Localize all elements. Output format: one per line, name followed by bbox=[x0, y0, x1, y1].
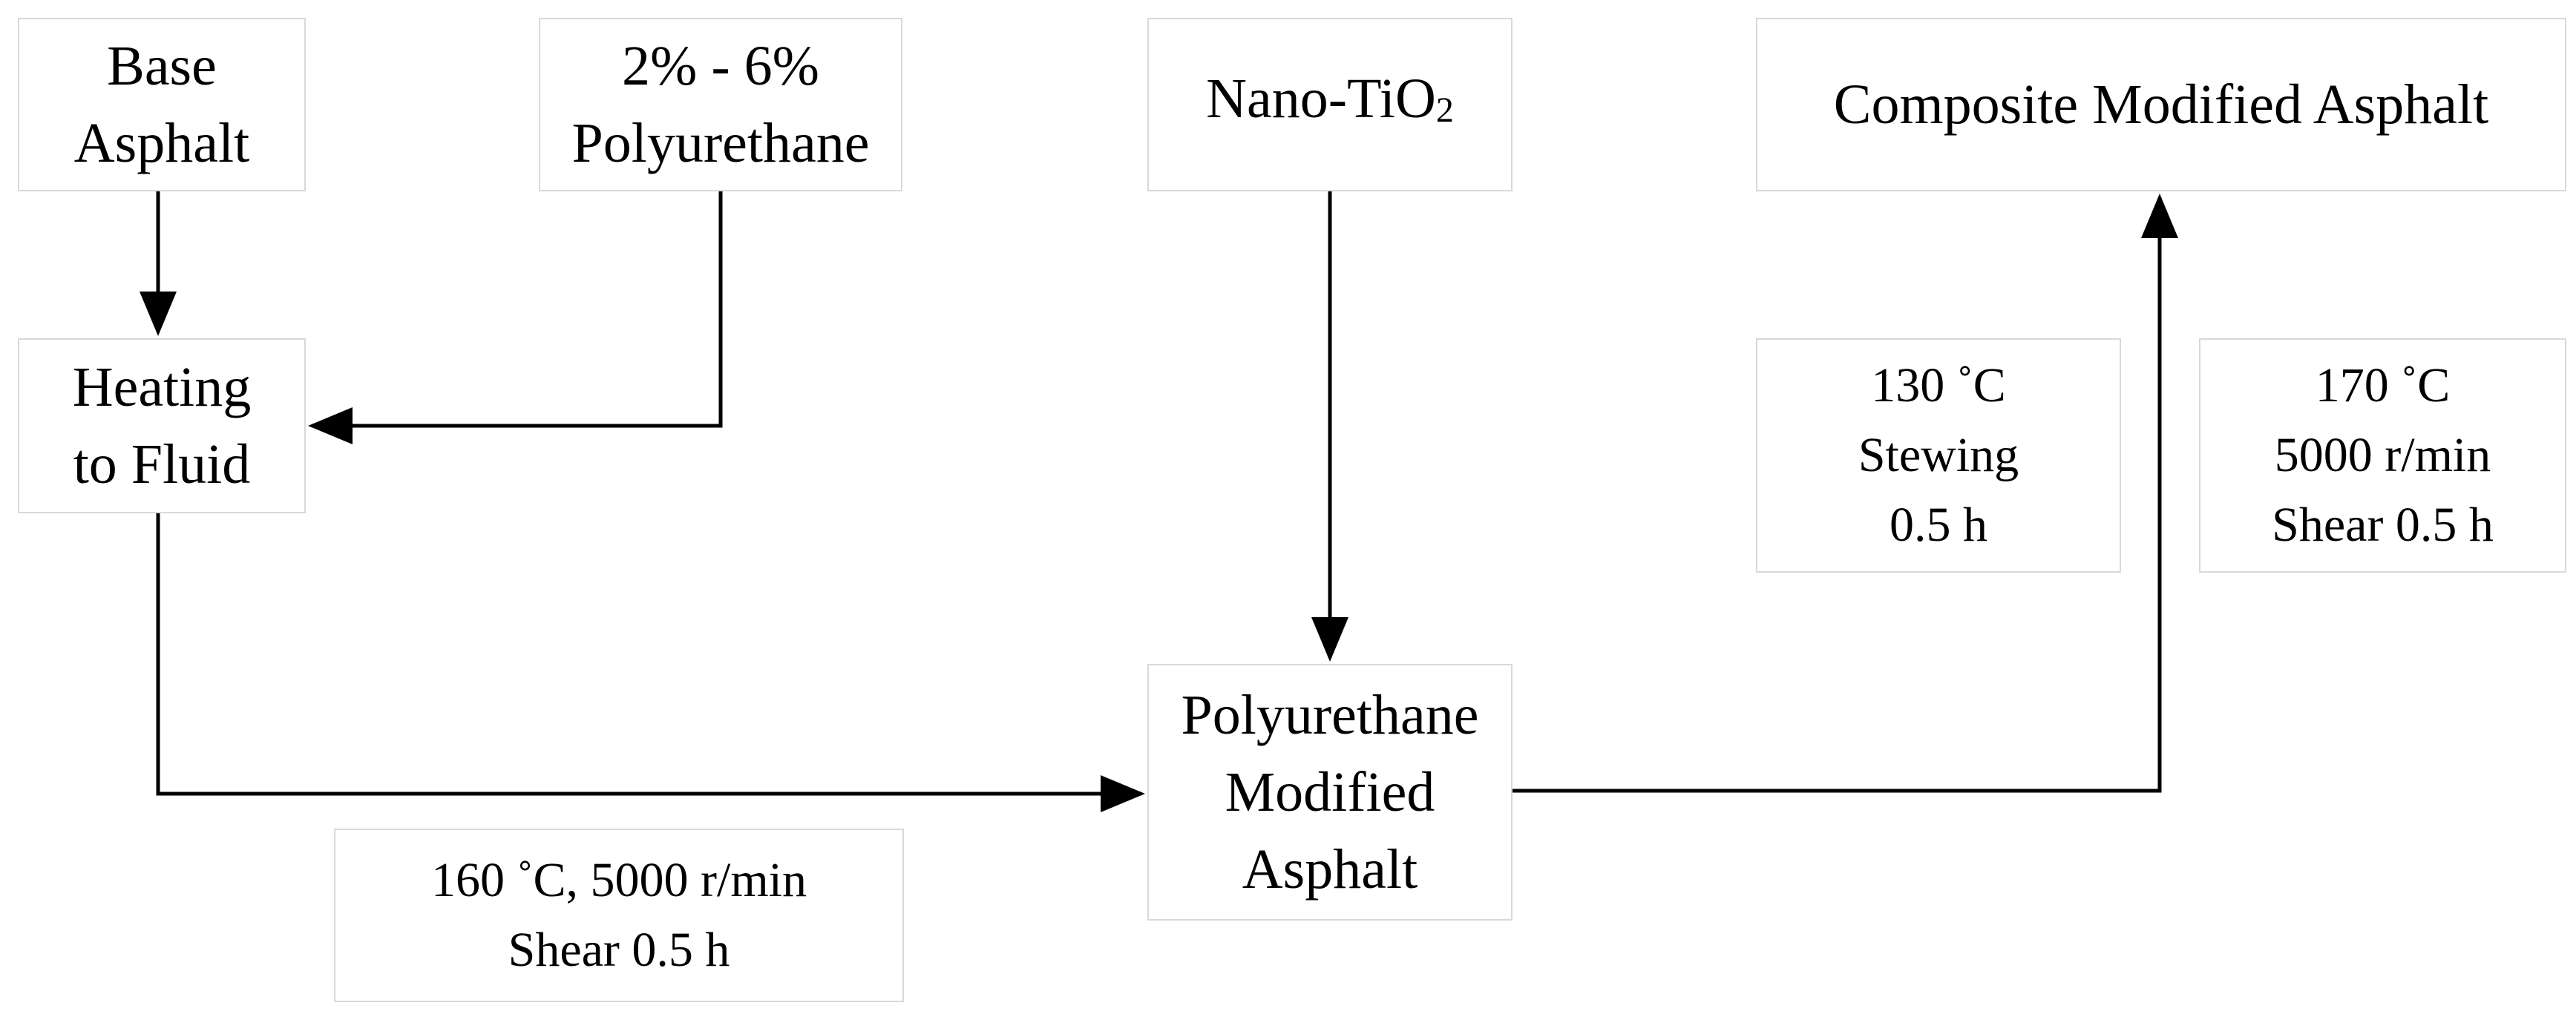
base-asphalt-line-2: Asphalt bbox=[73, 112, 250, 174]
base-asphalt-node: Base Asphalt bbox=[18, 18, 306, 191]
shear-170-condition: 170 ˚C 5000 r/min Shear 0.5 h bbox=[2199, 338, 2566, 573]
heating-line-2: to Fluid bbox=[73, 433, 251, 496]
shear-160-line-2: Shear 0.5 h bbox=[508, 923, 730, 977]
composite-modified-asphalt-node: Composite Modified Asphalt bbox=[1756, 18, 2566, 191]
pma-line-3: Asphalt bbox=[1242, 838, 1418, 901]
shear-170-line-3: Shear 0.5 h bbox=[2272, 498, 2494, 552]
heating-line-1: Heating bbox=[72, 356, 252, 418]
arrow-pu-modified-to-composite bbox=[1513, 194, 2178, 793]
stewing-130-condition: 130 ˚C Stewing 0.5 h bbox=[1756, 338, 2121, 573]
shear-160-condition: 160 ˚C, 5000 r/min Shear 0.5 h bbox=[334, 829, 904, 1002]
shear-160-line-1: 160 ˚C, 5000 r/min bbox=[431, 853, 807, 907]
arrow-heating-to-pu-modified bbox=[156, 513, 1145, 812]
stewing-line-3: 0.5 h bbox=[1890, 498, 1987, 552]
pma-line-1: Polyurethane bbox=[1181, 684, 1479, 746]
nano-tio2-prefix: Nano-TiO bbox=[1206, 68, 1436, 130]
pma-line-2: Modified bbox=[1225, 761, 1435, 823]
polyurethane-modified-asphalt-node: Polyurethane Modified Asphalt bbox=[1147, 664, 1513, 921]
composite-label: Composite Modified Asphalt bbox=[1833, 73, 2489, 136]
nano-tio2-subscript: 2 bbox=[1435, 90, 1454, 130]
arrow-polyurethane-to-heating bbox=[308, 191, 723, 444]
nano-tio2-label: Nano-TiO2 bbox=[1206, 60, 1454, 149]
heating-to-fluid-node: Heating to Fluid bbox=[18, 338, 306, 513]
shear-170-line-2: 5000 r/min bbox=[2274, 428, 2491, 482]
stewing-line-2: Stewing bbox=[1858, 428, 2019, 482]
polyurethane-node: 2% - 6% Polyurethane bbox=[539, 18, 902, 191]
nano-tio2-node: Nano-TiO2 bbox=[1147, 18, 1513, 191]
polyurethane-name-line: Polyurethane bbox=[571, 112, 870, 174]
stewing-line-1: 130 ˚C bbox=[1871, 358, 2006, 412]
base-asphalt-line-1: Base bbox=[107, 35, 217, 97]
shear-170-line-1: 170 ˚C bbox=[2315, 358, 2451, 412]
polyurethane-dosage-line: 2% - 6% bbox=[622, 35, 819, 97]
